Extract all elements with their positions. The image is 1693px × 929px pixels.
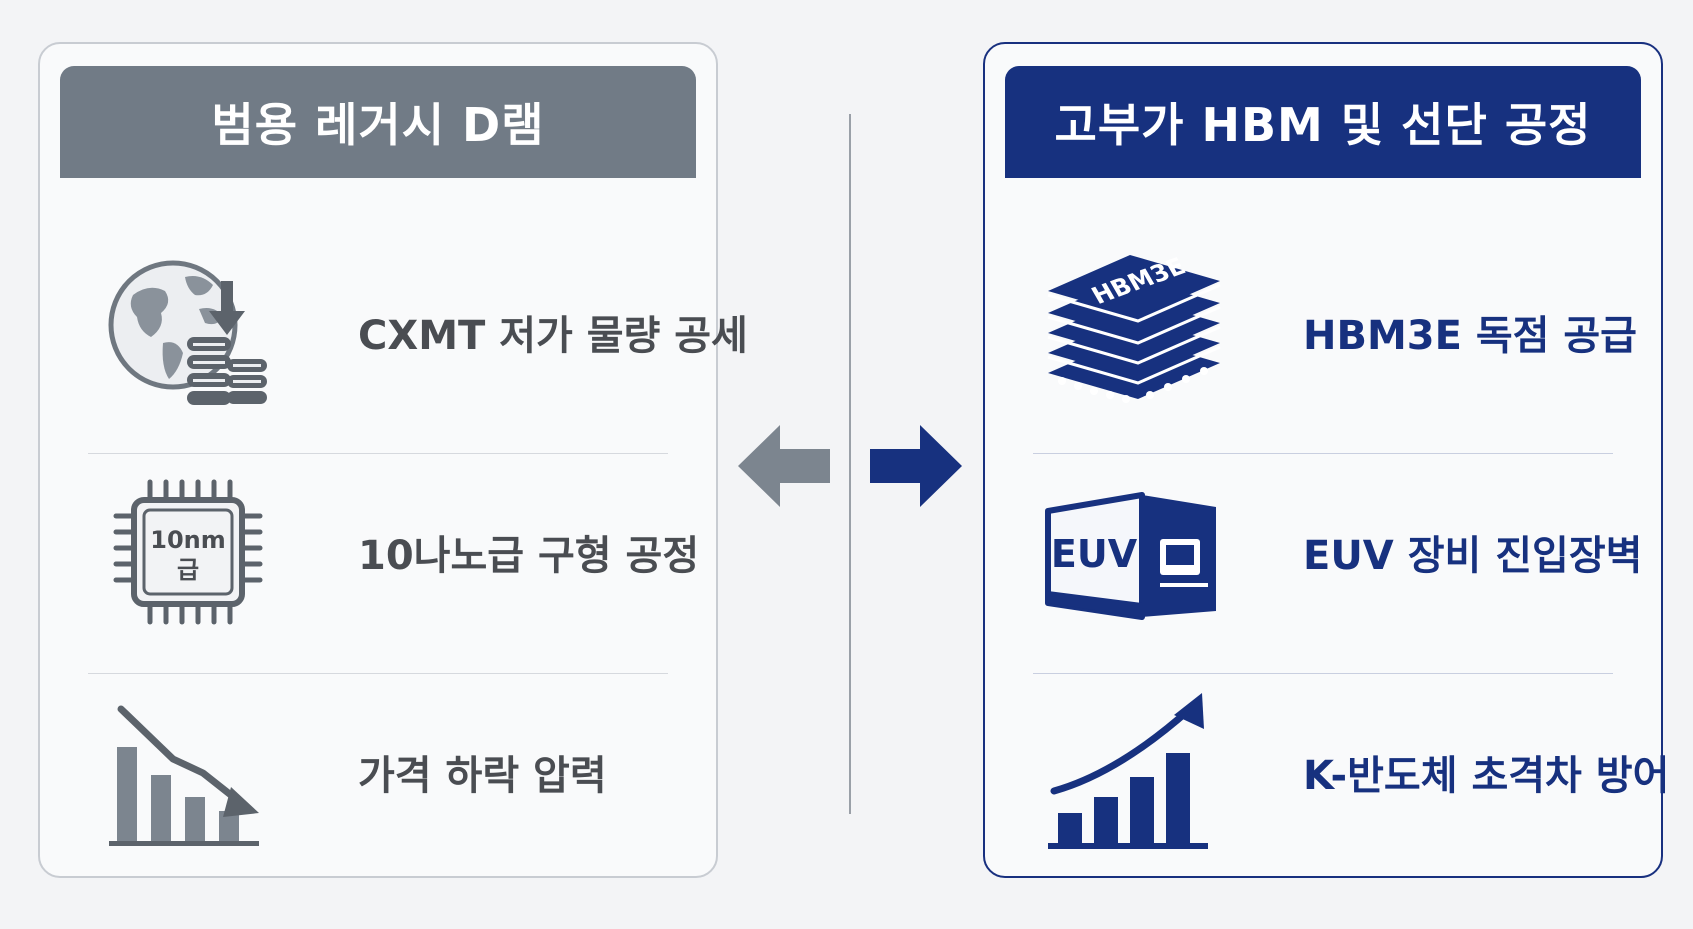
legacy-item-label: CXMT 저가 물량 공세 (358, 313, 748, 359)
row-divider (88, 453, 668, 454)
premium-item-hbm3e: HBM3E HBM3E 독점 공급 (1033, 222, 1637, 442)
premium-item-k-semiconductor: K-반도체 초격차 방어 (1033, 662, 1669, 882)
chip-icon-text-line2: 급 (177, 556, 199, 584)
premium-item-euv: EUV EUV 장비 진입장벽 (1033, 442, 1642, 662)
chip-icon: 10nm 급 (88, 462, 288, 642)
legacy-dram-panel: 범용 레거시 D램 (38, 42, 748, 878)
declining-bar-chart-icon (88, 682, 288, 862)
legacy-item-label: 가격 하락 압력 (358, 753, 607, 799)
premium-panel-title: 고부가 HBM 및 선단 공정 (1005, 66, 1641, 178)
premium-item-label: EUV 장비 진입장벽 (1303, 533, 1643, 579)
euv-icon-text: EUV (1051, 532, 1138, 576)
legacy-item-10nm: 10nm 급 10나노급 구형 공정 (88, 442, 699, 662)
chip-icon-text-line1: 10nm (150, 526, 226, 554)
legacy-item-price-pressure: 가격 하락 압력 (88, 662, 668, 882)
row-divider (88, 673, 668, 674)
premium-item-label: K-반도체 초격차 방어 (1303, 753, 1670, 799)
legacy-item-cxmt: CXMT 저가 물량 공세 (88, 222, 748, 442)
center-divider-line (849, 114, 851, 814)
right-arrow-icon (870, 425, 962, 511)
rising-bar-chart-icon (1033, 682, 1233, 862)
globe-coins-download-icon (88, 242, 288, 422)
legacy-item-label: 10나노급 구형 공정 (358, 533, 700, 579)
row-divider (1033, 453, 1613, 454)
row-divider (1033, 673, 1613, 674)
euv-machine-icon: EUV (1033, 462, 1233, 642)
premium-hbm-panel: 고부가 HBM 및 선단 공정 (983, 42, 1669, 878)
hbm-stack-icon: HBM3E (1033, 242, 1233, 422)
premium-item-label: HBM3E 독점 공급 (1303, 313, 1637, 359)
left-arrow-icon (738, 425, 830, 511)
legacy-panel-title: 범용 레거시 D램 (60, 66, 696, 178)
